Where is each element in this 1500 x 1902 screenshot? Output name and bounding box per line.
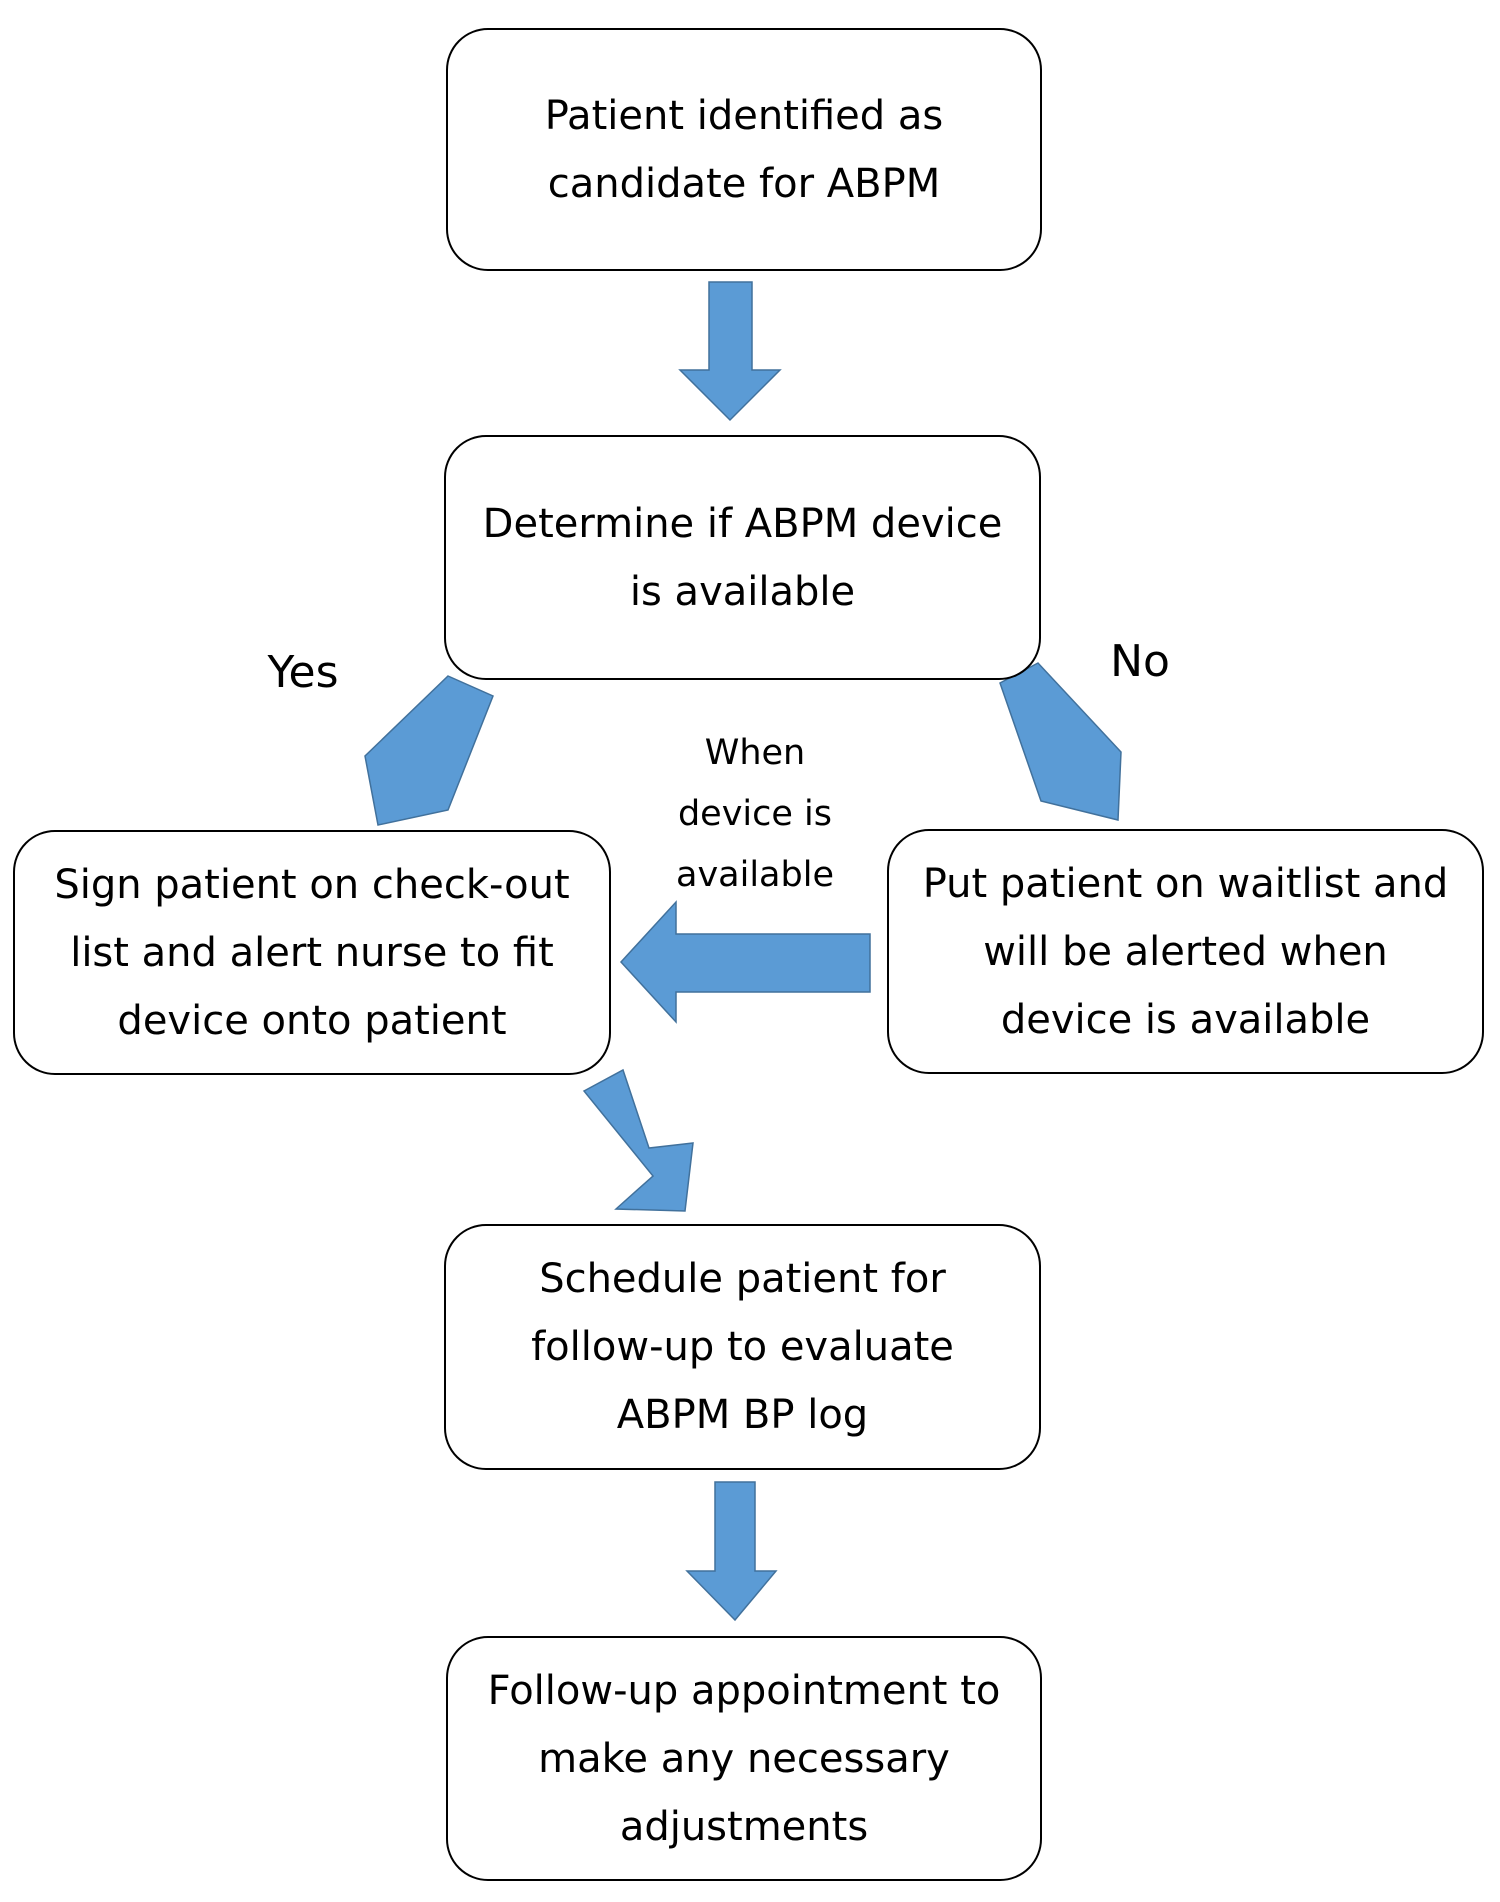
arrow-waitlist-to-sign: [619, 900, 871, 1024]
node-patient-identified: Patient identified as candidate for ABPM: [446, 28, 1042, 271]
edge-label-when-device-available: When device is available: [676, 733, 834, 895]
arrow-yes-to-sign: [364, 675, 494, 826]
arrow-sign-to-schedule: [582, 1068, 694, 1212]
node-schedule-follow-up: Schedule patient for follow-up to evalua…: [444, 1224, 1041, 1470]
node-sign-patient-text: Sign patient on check-out list and alert…: [54, 861, 570, 1044]
node-determine-availability-text: Determine if ABPM device is available: [482, 500, 1003, 615]
node-follow-up-appointment-text: Follow-up appointment to make any necess…: [487, 1667, 1001, 1850]
node-waitlist-text: Put patient on waitlist and will be aler…: [922, 860, 1449, 1043]
arrow-schedule-to-followup: [685, 1481, 778, 1622]
node-determine-availability: Determine if ABPM device is available: [444, 435, 1041, 680]
node-schedule-follow-up-text: Schedule patient for follow-up to evalua…: [531, 1256, 954, 1438]
edge-label-no: No: [1110, 636, 1170, 687]
edge-label-yes: Yes: [267, 647, 339, 698]
arrow-no-to-waitlist: [999, 662, 1122, 821]
node-patient-identified-text: Patient identified as candidate for ABPM: [544, 92, 944, 207]
node-waitlist: Put patient on waitlist and will be aler…: [887, 829, 1484, 1074]
arrow-identify-to-determine: [678, 281, 782, 422]
node-sign-patient: Sign patient on check-out list and alert…: [13, 830, 611, 1075]
node-follow-up-appointment: Follow-up appointment to make any necess…: [446, 1636, 1042, 1881]
